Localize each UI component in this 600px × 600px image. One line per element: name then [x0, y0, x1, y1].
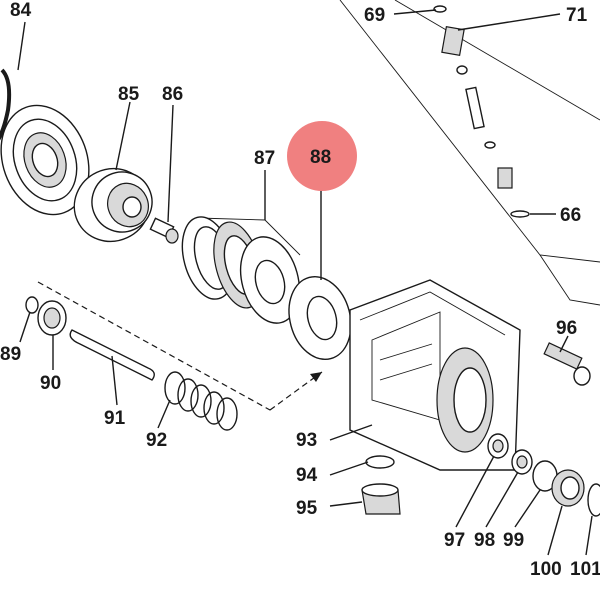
label-66: 66 — [560, 205, 581, 226]
label-94: 94 — [296, 465, 318, 486]
part-87-bearing-set — [181, 216, 301, 324]
label-100: 100 — [530, 559, 562, 580]
part-95-plug — [361, 483, 401, 515]
label-86: 86 — [162, 84, 183, 105]
part-98-seal — [511, 449, 533, 475]
label-96: 96 — [556, 318, 577, 339]
label-87: 87 — [254, 148, 275, 169]
part-91-rod — [69, 329, 155, 381]
label-98: 98 — [474, 530, 495, 551]
part-92-spring — [164, 371, 238, 431]
label-97: 97 — [444, 530, 465, 551]
label-69: 69 — [364, 5, 385, 26]
part-90-seal — [37, 300, 67, 336]
label-89: 89 — [0, 344, 21, 365]
part-89-ring — [25, 296, 39, 314]
part-101-cap — [587, 483, 600, 517]
label-90: 90 — [40, 373, 61, 394]
label-88: 88 — [310, 147, 331, 168]
part-97-seal — [487, 433, 509, 459]
label-84: 84 — [10, 0, 32, 21]
part-94-oring — [365, 455, 395, 469]
label-91: 91 — [104, 408, 126, 429]
assembly-arrow — [310, 372, 322, 382]
label-92: 92 — [146, 430, 167, 451]
valve-stack — [441, 25, 530, 218]
part-69-ring — [433, 5, 447, 13]
valve-assembly-frame — [339, 0, 600, 306]
label-99: 99 — [503, 530, 524, 551]
label-101: 101 — [570, 559, 600, 580]
part-85-pulley — [73, 167, 153, 243]
part-86-screw — [149, 217, 179, 244]
part-84-oring — [0, 68, 12, 141]
part-96-bolt — [543, 342, 591, 386]
label-71: 71 — [566, 5, 588, 26]
label-85: 85 — [118, 84, 140, 105]
label-93: 93 — [296, 430, 317, 451]
part-100-nut — [551, 469, 585, 507]
label-95: 95 — [296, 498, 318, 519]
part-88-washer — [288, 275, 352, 361]
part-93-housing — [349, 279, 521, 471]
highlight-marker — [287, 121, 357, 191]
part-85-bearing — [0, 104, 90, 216]
